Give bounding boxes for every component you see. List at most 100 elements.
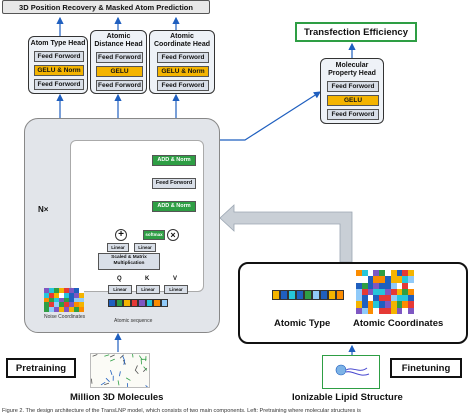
grid-cell xyxy=(385,301,391,308)
feed-forward-block: Feed Forword xyxy=(152,178,196,189)
top-output-text: 3D Position Recovery & Masked Atom Predi… xyxy=(19,3,193,12)
atomic-sequence-row xyxy=(108,299,168,307)
grid-cell xyxy=(402,270,409,277)
grid-cell xyxy=(74,292,79,298)
sequence-cell xyxy=(138,299,146,307)
atom-type-layer-2: GELU & Norm xyxy=(34,65,84,76)
grid-cell xyxy=(361,282,368,289)
grid-cell xyxy=(396,288,403,296)
grid-cell xyxy=(373,282,380,289)
property-layer-3: Feed Forword xyxy=(327,109,379,120)
sequence-cell xyxy=(160,299,168,307)
grid-cell xyxy=(356,288,362,296)
pretraining-label: Pretraining xyxy=(15,363,67,374)
grid-cell xyxy=(373,301,380,308)
grid-cell xyxy=(44,292,49,298)
molecule-bond xyxy=(134,369,139,375)
grid-cell xyxy=(390,276,397,283)
grid-cell xyxy=(402,276,409,283)
molecule-bond xyxy=(105,377,110,382)
million-label: Million 3D Molecules xyxy=(70,392,164,403)
coordinate-layer-1: Feed Forword xyxy=(157,52,209,63)
property-layer-1: Feed Forword xyxy=(327,81,379,92)
times-circle: × xyxy=(167,229,179,241)
property-head-title-1: Molecular xyxy=(335,62,369,69)
grid-cell xyxy=(379,270,385,277)
grid-cell xyxy=(408,301,414,308)
molecule-bond xyxy=(104,354,110,357)
grid-cell xyxy=(44,307,49,312)
molecule-bond xyxy=(125,377,131,381)
atomic-sequence-caption: Atomic sequence xyxy=(114,318,153,324)
distance-head-title-1: Atomic xyxy=(106,33,131,40)
grid-cell xyxy=(373,307,380,314)
pretraining-box: Pretraining xyxy=(6,358,76,378)
coordinate-head: Atomic Coordinate Head Feed Forword GELU… xyxy=(149,30,215,94)
atom-type-layer-3: Feed Forword xyxy=(34,79,84,90)
sequence-cell xyxy=(304,290,312,300)
finetuning-label: Finetuning xyxy=(401,363,451,374)
molecule-bond xyxy=(122,355,125,361)
grid-cell xyxy=(379,276,385,283)
add-norm-mid: ADD & Norm xyxy=(152,201,196,212)
grid-cell xyxy=(54,297,59,303)
q-label: Q xyxy=(117,276,122,282)
scaled-matrix-block: Scaled & Matrix Multiplication xyxy=(98,253,160,270)
coordinate-layer-2: GELU & Norm xyxy=(157,66,209,77)
grid-cell xyxy=(356,301,362,308)
sequence-cell xyxy=(312,290,320,300)
grid-cell xyxy=(408,282,414,289)
grid-cell xyxy=(408,288,414,296)
grid-cell xyxy=(74,307,79,312)
grid-cell xyxy=(367,307,374,314)
grid-cell xyxy=(361,301,368,308)
grid-cell xyxy=(379,282,385,289)
grid-cell xyxy=(54,302,59,308)
sequence-cell xyxy=(145,299,153,307)
grid-cell xyxy=(49,302,54,308)
linear-inner-1: Linear xyxy=(107,243,129,252)
grid-cell xyxy=(356,307,362,314)
grid-cell xyxy=(408,295,414,302)
grid-cell xyxy=(373,295,380,302)
grid-cell xyxy=(367,270,374,277)
grid-cell xyxy=(74,297,79,303)
grid-cell xyxy=(396,307,403,314)
molecule-bond xyxy=(109,354,115,358)
lipid-sketch xyxy=(335,364,370,376)
grid-cell xyxy=(390,301,397,308)
v-label: V xyxy=(173,276,178,282)
atomic-coordinates-grid xyxy=(356,270,414,314)
grid-cell xyxy=(373,288,380,296)
grid-cell xyxy=(49,307,54,312)
molecule-bond xyxy=(91,378,93,384)
grid-cell xyxy=(396,276,403,283)
molecule-bond xyxy=(142,367,148,372)
grid-cell xyxy=(385,307,391,314)
grid-cell xyxy=(59,307,64,312)
linear-k: Linear xyxy=(136,285,160,294)
grid-cell xyxy=(390,295,397,302)
noise-coordinates-caption: Noise Coordinates xyxy=(44,314,86,320)
grid-cell xyxy=(79,292,84,298)
grid-cell xyxy=(59,292,64,298)
grid-cell xyxy=(64,302,69,308)
sequence-cell xyxy=(108,299,116,307)
molecule-bond xyxy=(119,371,121,377)
grid-cell xyxy=(379,307,385,314)
property-layer-2: GELU xyxy=(327,95,379,106)
molecule-bond xyxy=(143,366,148,371)
grid-cell xyxy=(390,288,397,296)
grid-cell xyxy=(79,302,84,308)
distance-head-title-2: Distance Head xyxy=(94,41,143,48)
atom-type-head-title: Atom Type Head xyxy=(30,40,86,47)
grid-cell xyxy=(69,307,74,312)
molecule-bond xyxy=(119,354,124,359)
molecule-bond xyxy=(92,354,98,357)
grid-cell xyxy=(44,302,49,308)
grid-cell xyxy=(402,282,409,289)
grid-cell xyxy=(54,307,59,312)
molecule-image xyxy=(90,353,150,388)
add-norm-top: ADD & Norm xyxy=(152,155,196,166)
grid-cell xyxy=(373,276,380,283)
